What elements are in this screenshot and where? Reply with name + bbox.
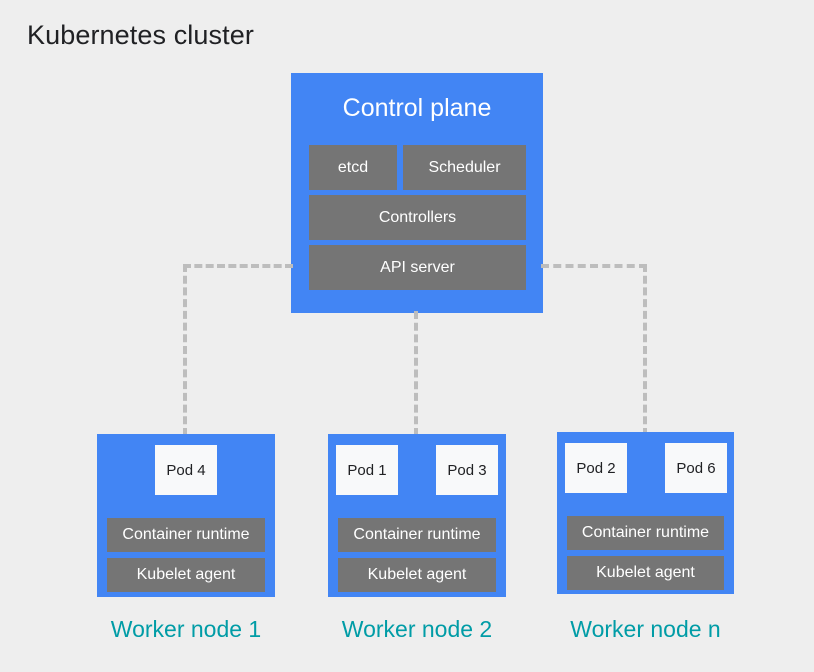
connector-api-server-to-worker-n-vertical [643, 264, 647, 436]
worker-node-n-container-runtime[interactable]: Container runtime [567, 516, 724, 550]
control-plane-component-api-server[interactable]: API server [309, 245, 526, 290]
pod-box[interactable]: Pod 4 [155, 445, 217, 495]
connector-control-plane-to-worker-2-vertical [414, 311, 418, 436]
worker-node-1-caption: Worker node 1 [110, 616, 262, 642]
worker-node-1-container-runtime[interactable]: Container runtime [107, 518, 265, 552]
worker-node-2-caption: Worker node 2 [341, 616, 493, 642]
page-title: Kubernetes cluster [27, 20, 254, 50]
worker-node-n[interactable]: Pod 2 Pod 6 Container runtime Kubelet ag… [557, 432, 734, 594]
connector-api-server-to-worker-1-vertical [183, 264, 187, 436]
connector-api-server-to-worker-1-horizontal [183, 264, 293, 268]
control-plane-node[interactable]: Control plane etcd Scheduler Controllers… [291, 73, 543, 313]
control-plane-component-scheduler[interactable]: Scheduler [403, 145, 526, 190]
worker-node-1[interactable]: Pod 4 Container runtime Kubelet agent [97, 434, 275, 597]
worker-node-2-container-runtime[interactable]: Container runtime [338, 518, 496, 552]
control-plane-title: Control plane [342, 94, 492, 122]
worker-node-n-caption: Worker node n [570, 616, 721, 642]
connector-api-server-to-worker-n-horizontal [541, 264, 647, 268]
pod-box[interactable]: Pod 1 [336, 445, 398, 495]
worker-node-1-kubelet-agent[interactable]: Kubelet agent [107, 558, 265, 592]
pod-box[interactable]: Pod 2 [565, 443, 627, 493]
pod-box[interactable]: Pod 6 [665, 443, 727, 493]
pod-box[interactable]: Pod 3 [436, 445, 498, 495]
control-plane-component-controllers[interactable]: Controllers [309, 195, 526, 240]
worker-node-2[interactable]: Pod 1 Pod 3 Container runtime Kubelet ag… [328, 434, 506, 597]
control-plane-component-etcd[interactable]: etcd [309, 145, 397, 190]
worker-node-n-kubelet-agent[interactable]: Kubelet agent [567, 556, 724, 590]
worker-node-2-kubelet-agent[interactable]: Kubelet agent [338, 558, 496, 592]
